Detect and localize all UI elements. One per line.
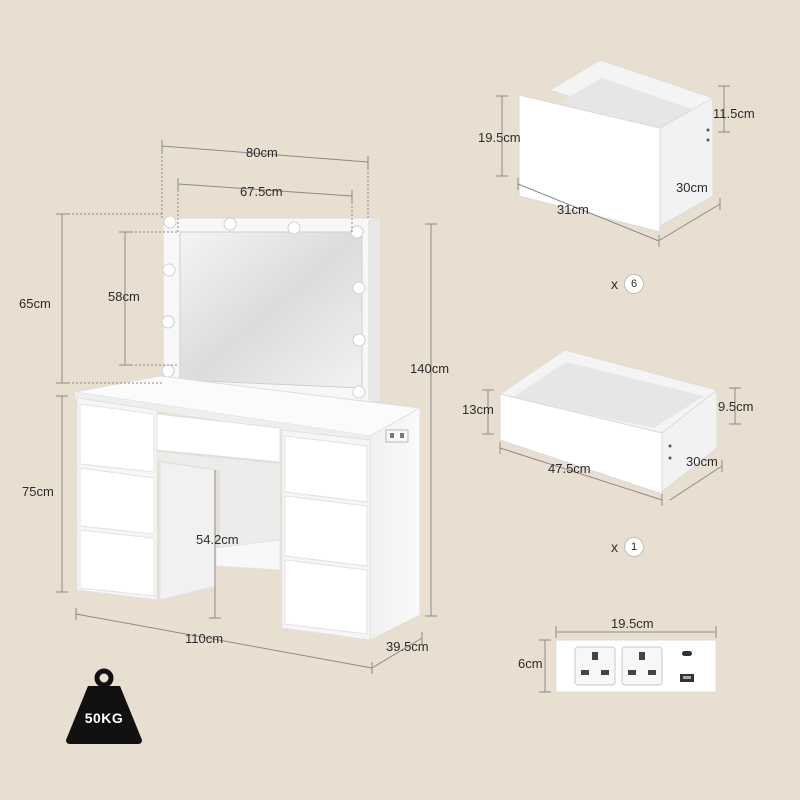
small-drawer-pin bbox=[706, 128, 710, 132]
bulb bbox=[352, 333, 366, 347]
bulb bbox=[350, 225, 364, 239]
bulb bbox=[163, 215, 177, 229]
bulb bbox=[161, 315, 175, 329]
label-table-depth: 39.5cm bbox=[386, 639, 429, 654]
quantity-prefix: x bbox=[611, 276, 618, 292]
right-drawer-bottom bbox=[284, 559, 368, 635]
uk-socket-2 bbox=[621, 646, 663, 686]
label-small-drawer-width: 31cm bbox=[557, 202, 589, 217]
left-drawer-top bbox=[79, 403, 155, 473]
label-mirror-inner-height: 58cm bbox=[108, 289, 140, 304]
center-drawer bbox=[156, 413, 281, 463]
label-socket-height: 6cm bbox=[518, 656, 543, 671]
label-large-drawer-height: 13cm bbox=[462, 402, 494, 417]
usb-c-port bbox=[682, 651, 692, 656]
bulb bbox=[352, 281, 366, 295]
label-small-drawer-inner-height: 11.5cm bbox=[713, 106, 755, 121]
large-drawer-quantity: x 1 bbox=[611, 537, 644, 557]
side-socket-hole bbox=[400, 433, 404, 438]
label-small-drawer-height: 19.5cm bbox=[478, 130, 521, 145]
knee-space bbox=[157, 452, 280, 556]
weight-label: 50KG bbox=[84, 710, 124, 726]
socket-panel-illustration bbox=[555, 639, 717, 693]
label-mirror-outer-width: 80cm bbox=[246, 145, 278, 160]
mirror-side bbox=[368, 218, 380, 402]
label-table-height: 75cm bbox=[22, 484, 54, 499]
label-knee-height: 54.2cm bbox=[196, 532, 239, 547]
large-drawer-dimension-lines bbox=[482, 387, 741, 506]
uk-socket-1 bbox=[574, 646, 616, 686]
large-drawer-pin bbox=[668, 456, 672, 460]
left-drawer-middle bbox=[79, 467, 155, 535]
bulb bbox=[223, 217, 237, 231]
bulb bbox=[352, 385, 366, 399]
right-drawer-top bbox=[284, 435, 368, 503]
socket-dimension-lines bbox=[539, 626, 717, 693]
mirror-bulbs bbox=[161, 215, 366, 399]
weight-icon bbox=[66, 668, 142, 744]
small-drawer-dimension-lines bbox=[496, 85, 730, 247]
large-drawer-illustration bbox=[498, 349, 719, 495]
bulb bbox=[287, 221, 301, 235]
bulb bbox=[162, 263, 176, 277]
side-socket bbox=[385, 429, 409, 443]
quantity-badge: 1 bbox=[624, 537, 644, 557]
small-drawer-quantity: x 6 bbox=[611, 274, 644, 294]
label-socket-width: 19.5cm bbox=[611, 616, 654, 631]
label-total-height: 140cm bbox=[410, 361, 450, 376]
label-large-drawer-width: 47.5cm bbox=[548, 461, 591, 476]
small-drawer-inner bbox=[560, 78, 700, 138]
label-large-drawer-inner-height: 9.5cm bbox=[718, 399, 754, 414]
side-socket-hole bbox=[390, 433, 394, 438]
knee-back-panel bbox=[159, 461, 217, 601]
table-side-panel bbox=[369, 407, 421, 641]
small-drawer-illustration bbox=[518, 59, 715, 233]
quantity-badge: 6 bbox=[624, 274, 644, 294]
left-drawer-bottom bbox=[79, 529, 155, 597]
table-dimension-lines bbox=[56, 140, 437, 674]
table-top-edge bbox=[75, 392, 370, 443]
knee-floor bbox=[215, 539, 281, 571]
label-mirror-inner-width: 67.5cm bbox=[240, 184, 283, 199]
small-drawer-pin bbox=[706, 138, 710, 142]
label-large-drawer-depth: 30cm bbox=[686, 454, 718, 469]
weight-badge: 50KG bbox=[62, 668, 146, 744]
right-drawer-middle bbox=[284, 495, 368, 567]
large-drawer-inner bbox=[512, 362, 704, 428]
vanity-table bbox=[74, 215, 422, 641]
mirror-glass bbox=[179, 231, 363, 389]
label-mirror-outer-height: 65cm bbox=[19, 296, 51, 311]
label-small-drawer-depth: 30cm bbox=[676, 180, 708, 195]
bulb bbox=[161, 364, 175, 378]
label-table-width: 110cm bbox=[185, 631, 224, 646]
small-drawer-front bbox=[518, 94, 661, 233]
large-drawer-pin bbox=[668, 444, 672, 448]
quantity-prefix: x bbox=[611, 539, 618, 555]
